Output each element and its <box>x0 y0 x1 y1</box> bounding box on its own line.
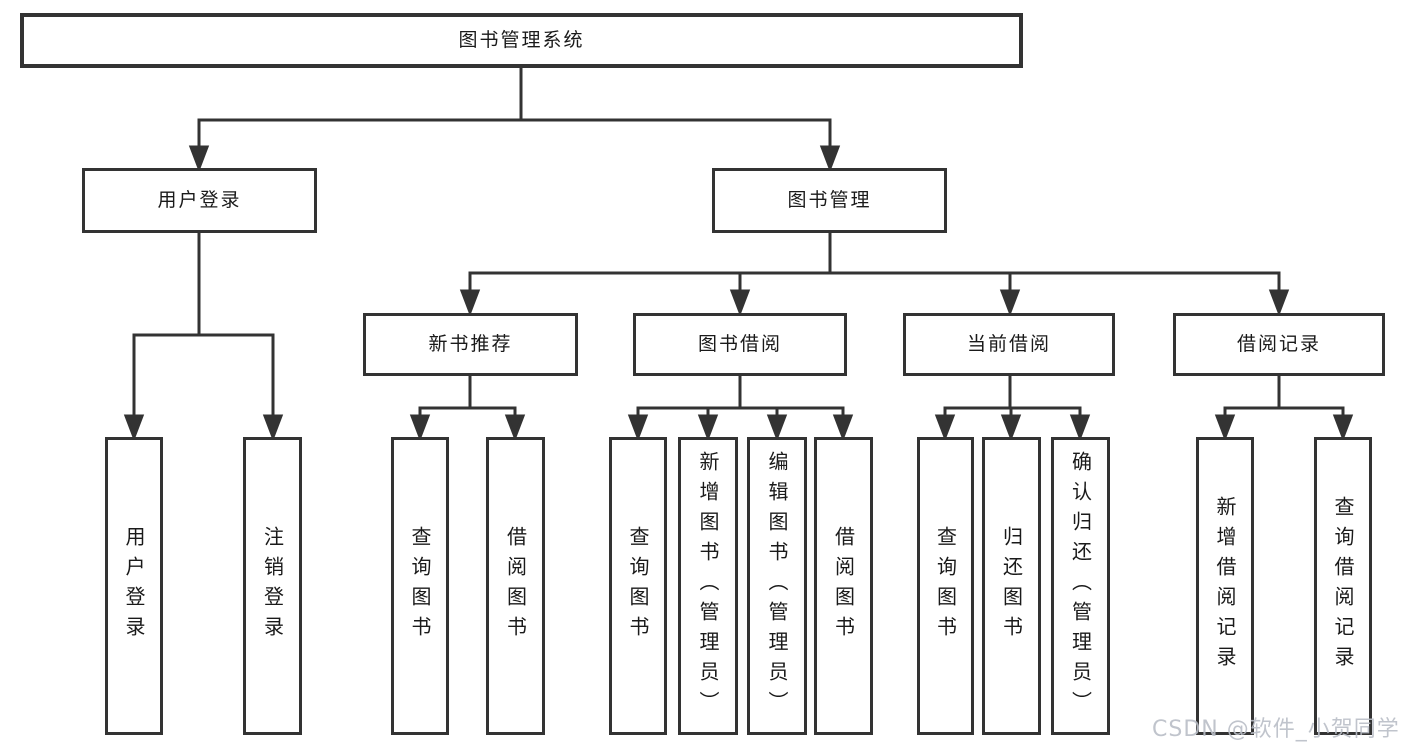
leaf-add-borrow-record: 新增借阅记录 <box>1196 437 1254 735</box>
node-label: 图书管理系统 <box>458 29 585 51</box>
node-borrow-records: 借阅记录 <box>1173 313 1385 376</box>
node-label: 借阅图书 <box>503 526 528 646</box>
node-label: 查询借阅记录 <box>1331 496 1355 676</box>
leaf-add-book-admin: 新增图书（管理员） <box>678 437 738 735</box>
node-label: 借阅记录 <box>1236 333 1321 355</box>
node-label: 确认归还（管理员） <box>1068 451 1093 721</box>
node-label: 新增图书（管理员） <box>696 451 720 721</box>
leaf-borrow-books: 借阅图书 <box>814 437 873 735</box>
node-label: 新增借阅记录 <box>1213 496 1237 676</box>
leaf-borrow-books-recommend: 借阅图书 <box>486 437 545 735</box>
leaf-user-login: 用户登录 <box>105 437 163 735</box>
leaf-confirm-return-admin: 确认归还（管理员） <box>1051 437 1110 735</box>
node-current-borrow: 当前借阅 <box>903 313 1115 376</box>
node-label: 新书推荐 <box>428 333 513 355</box>
node-label: 用户登录 <box>157 189 242 211</box>
node-label: 借阅图书 <box>831 526 856 646</box>
leaf-query-books-borrow: 查询图书 <box>609 437 667 735</box>
leaf-query-books-recommend: 查询图书 <box>391 437 449 735</box>
node-label: 注销登录 <box>260 526 285 646</box>
leaf-return-book: 归还图书 <box>982 437 1041 735</box>
node-book-borrow: 图书借阅 <box>633 313 847 376</box>
leaf-logout: 注销登录 <box>243 437 302 735</box>
node-label: 查询图书 <box>626 526 650 646</box>
node-new-book-recommend: 新书推荐 <box>363 313 578 376</box>
leaf-edit-book-admin: 编辑图书（管理员） <box>747 437 807 735</box>
node-label: 图书管理 <box>787 189 872 211</box>
node-label: 编辑图书（管理员） <box>765 451 789 721</box>
node-book-management: 图书管理 <box>712 168 947 233</box>
node-label: 用户登录 <box>122 526 146 646</box>
node-label: 查询图书 <box>408 526 432 646</box>
leaf-query-books-current: 查询图书 <box>917 437 974 735</box>
node-library-management-system: 图书管理系统 <box>20 13 1023 68</box>
node-label: 归还图书 <box>999 526 1024 646</box>
watermark: CSDN @软件_小贺同学 <box>1152 717 1400 742</box>
node-label: 图书借阅 <box>697 333 782 355</box>
node-user-login: 用户登录 <box>82 168 317 233</box>
node-label: 当前借阅 <box>966 333 1051 355</box>
node-label: 查询图书 <box>933 526 958 646</box>
leaf-query-borrow-record: 查询借阅记录 <box>1314 437 1372 735</box>
